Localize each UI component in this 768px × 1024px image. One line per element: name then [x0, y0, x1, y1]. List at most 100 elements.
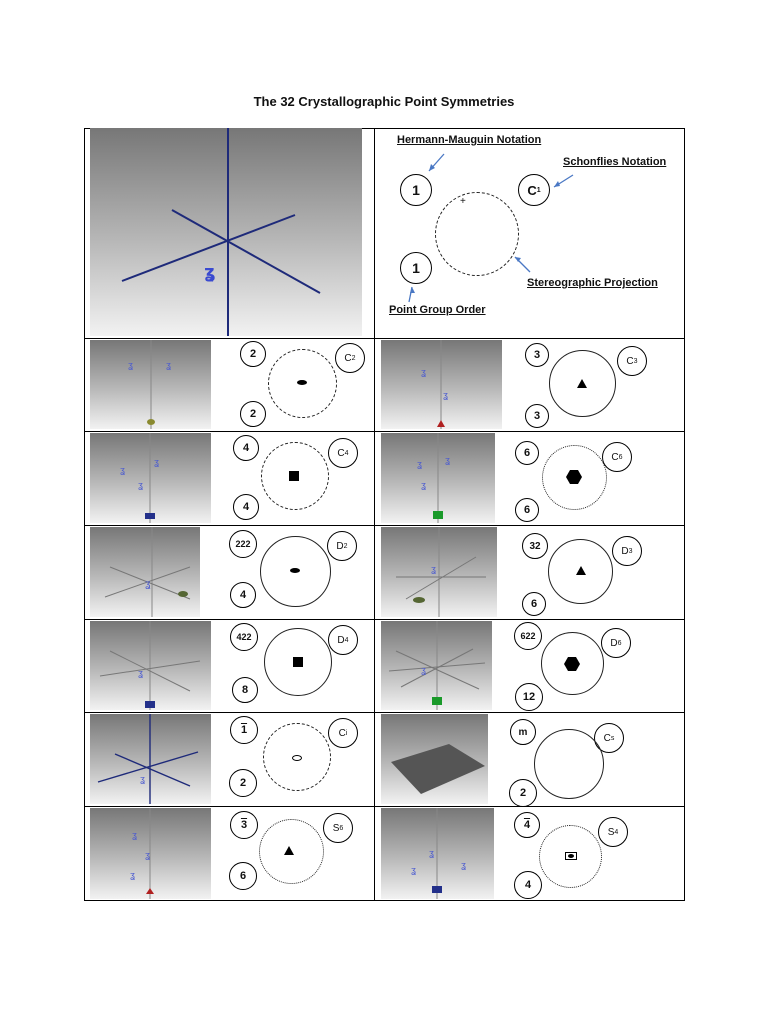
column-divider [374, 128, 375, 901]
threefold-axis-marker [577, 379, 587, 388]
svg-text:ʓ: ʓ [431, 564, 436, 575]
axis-render-d3: ʓ [381, 527, 497, 617]
svg-text:ʓ: ʓ [128, 360, 133, 371]
order-badge: 4 [233, 494, 259, 520]
svg-text:ʓ: ʓ [120, 465, 125, 476]
svg-text:ʓ: ʓ [140, 774, 145, 785]
order-badge: 12 [515, 683, 543, 711]
pole-marker: + [460, 196, 466, 207]
twofold-axis-marker [290, 568, 300, 573]
axis-render-c1: ʓ [90, 128, 362, 336]
hm-symbol-badge: 2 [240, 341, 266, 367]
svg-text:ʓ: ʓ [145, 579, 151, 590]
svg-text:ʓ: ʓ [461, 860, 466, 871]
fourfold-axis-marker [293, 657, 303, 667]
stereographic-projection [542, 445, 607, 510]
order-badge: 2 [229, 769, 257, 797]
axis-render-s4: ʓ ʓ ʓ [381, 808, 494, 899]
symmetry-table [84, 128, 685, 901]
stereographic-projection [534, 729, 604, 799]
stereographic-projection [268, 349, 337, 418]
point-group-order-label: Point Group Order [389, 304, 486, 316]
hm-symbol-badge: 1 [400, 174, 432, 206]
row-divider [84, 619, 685, 620]
row-divider [84, 431, 685, 432]
sixfold-axis-marker [564, 657, 580, 671]
hm-symbol-badge: 3 [230, 811, 258, 839]
order-badge: 2 [240, 401, 266, 427]
stereographic-projection [539, 825, 602, 888]
axis-render-cs [381, 714, 488, 804]
order-badge: 6 [522, 592, 546, 616]
axis-render-d6: ʓ [381, 621, 492, 710]
hm-symbol-badge: 1 [230, 716, 258, 744]
hm-symbol-badge: 622 [514, 622, 542, 650]
axes-illustration: ʓ [121, 128, 321, 336]
hm-symbol-badge: 3 [525, 343, 549, 367]
axis-render-ci: ʓ [90, 714, 211, 804]
svg-text:ʓ: ʓ [421, 665, 426, 676]
order-badge: 4 [230, 582, 256, 608]
row-divider [84, 806, 685, 807]
stereographic-projection [260, 536, 331, 607]
order-badge: 6 [515, 498, 539, 522]
sixfold-axis-marker [566, 470, 582, 484]
hm-symbol-badge: 4 [233, 435, 259, 461]
axis-render-d4: ʓ [90, 621, 211, 710]
stereographic-projection [435, 192, 519, 276]
stereographic-projection [548, 539, 613, 604]
row-divider [84, 338, 685, 339]
axis-render-d2: ʓ [90, 527, 200, 617]
svg-text:ʓ: ʓ [138, 668, 143, 679]
stereographic-projection [259, 819, 324, 884]
row-divider [84, 712, 685, 713]
svg-text:ʓ: ʓ [429, 848, 434, 859]
stereographic-projection [549, 350, 616, 417]
stereographic-projection [264, 628, 332, 696]
svg-text:ʓ: ʓ [421, 480, 426, 491]
hm-symbol-badge: m [510, 719, 536, 745]
hm-symbol-badge: 4 [514, 812, 540, 838]
svg-text:ʓ: ʓ [204, 262, 216, 283]
hm-symbol-badge: 222 [229, 530, 257, 558]
order-badge: 8 [232, 677, 258, 703]
hermann-mauguin-label: Hermann-Mauguin Notation [397, 134, 542, 146]
svg-text:ʓ: ʓ [145, 850, 150, 861]
svg-text:ʓ: ʓ [130, 870, 135, 881]
order-badge: 2 [509, 779, 537, 807]
page-title: The 32 Crystallographic Point Symmetries [253, 94, 515, 109]
inversion-center-marker [292, 755, 302, 761]
svg-text:ʓ: ʓ [417, 459, 422, 470]
hm-symbol-badge: 422 [230, 623, 258, 651]
order-badge: 3 [525, 404, 549, 428]
fourfold-axis-marker [289, 471, 299, 481]
hm-symbol-badge: 32 [522, 533, 548, 559]
order-badge: 6 [229, 862, 257, 890]
svg-text:ʓ: ʓ [411, 865, 416, 876]
threefold-axis-marker [576, 566, 586, 575]
fourfold-rotoinversion-marker [565, 852, 577, 860]
hm-symbol-badge: 6 [515, 441, 539, 465]
order-badge: 4 [514, 871, 542, 899]
svg-text:ʓ: ʓ [445, 455, 450, 466]
schonflies-label: Schonflies Notation [563, 156, 667, 168]
stereographic-projection [263, 723, 331, 791]
svg-text:ʓ: ʓ [421, 367, 426, 378]
stereographic-projection [541, 632, 604, 695]
svg-text:ʓ: ʓ [166, 360, 171, 371]
